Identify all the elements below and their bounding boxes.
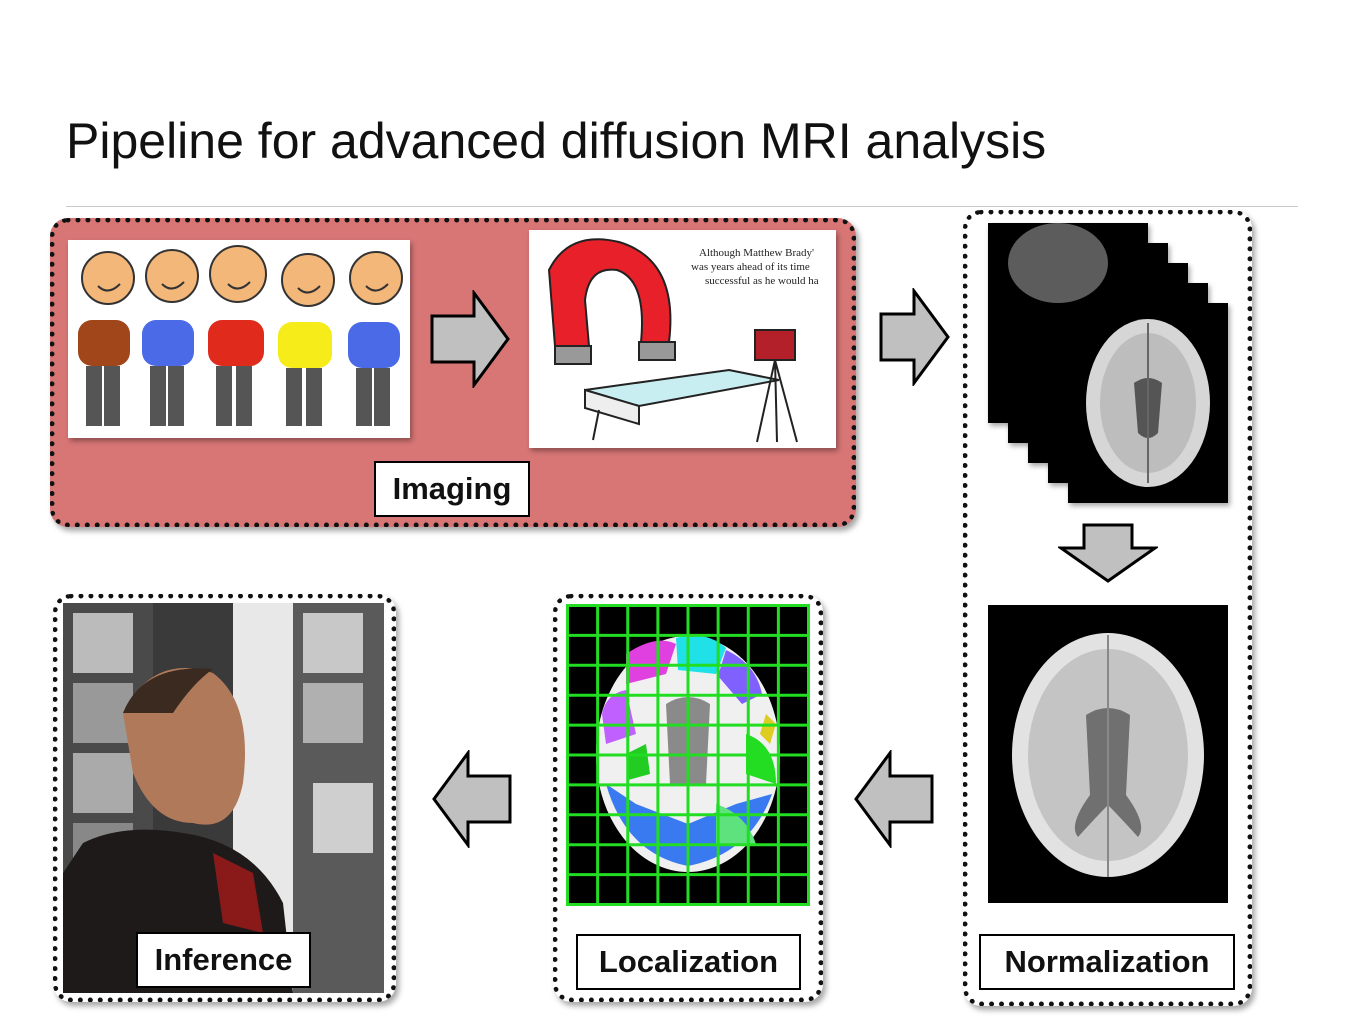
stage-label-localization: Localization xyxy=(576,934,801,990)
cartoon-caption-line2: was years ahead of its time xyxy=(691,261,810,273)
mri-scanner-cartoon-image: Although Matthew Brady' was years ahead … xyxy=(529,230,836,448)
arrow-down-icon xyxy=(1058,523,1158,583)
stage-label-inference: Inference xyxy=(136,932,311,988)
arrow-left-icon xyxy=(854,750,934,848)
person-figure-3 xyxy=(208,245,267,426)
slide-title: Pipeline for advanced diffusion MRI anal… xyxy=(66,113,1047,169)
localization-grid xyxy=(566,604,810,906)
cartoon-caption-line1: Although Matthew Brady' xyxy=(699,247,814,259)
stage-label-normalization: Normalization xyxy=(979,934,1235,990)
arrow-right-icon xyxy=(430,290,510,388)
person-figure-2 xyxy=(142,249,199,426)
normalized-brain-image xyxy=(988,605,1228,903)
title-divider xyxy=(66,206,1298,207)
people-cartoon-image xyxy=(68,240,410,438)
arrow-left-icon xyxy=(432,750,512,848)
person-figure-1 xyxy=(78,251,135,426)
doctor-viewing-scans-photo xyxy=(63,603,384,993)
brain-parcellation-grid xyxy=(566,604,810,906)
person-figure-4 xyxy=(278,253,335,426)
stage-label-imaging: Imaging xyxy=(374,461,530,517)
brain-slice-5 xyxy=(1068,303,1228,503)
person-figure-5 xyxy=(348,251,403,426)
cartoon-caption-line3: successful as he would ha xyxy=(705,275,819,287)
slice-edges xyxy=(1008,223,1108,303)
arrow-right-icon xyxy=(879,288,950,386)
